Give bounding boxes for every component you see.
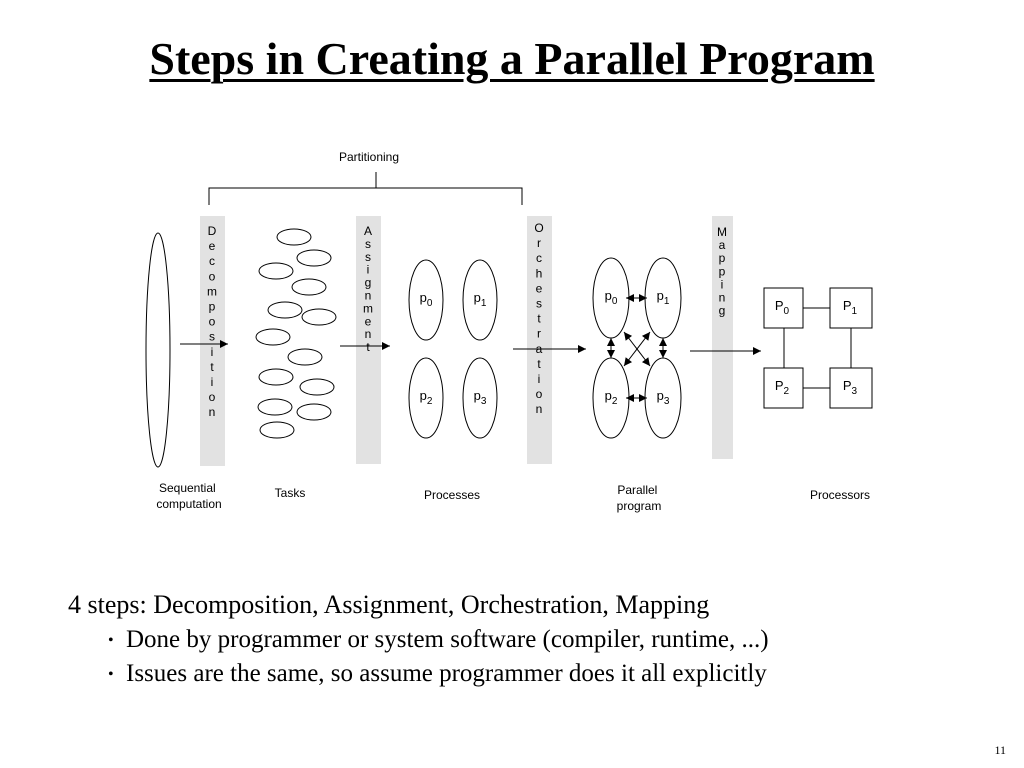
parallel-process-label: p3 <box>657 388 670 407</box>
orchestration-bar <box>527 216 552 464</box>
sequential-computation-ellipse <box>145 232 171 468</box>
sub-bullet-text: Done by programmer or system software (c… <box>126 626 769 653</box>
task <box>287 348 323 366</box>
main-bullet: 4 steps: Decomposition, Assignment, Orch… <box>68 590 710 619</box>
task-group <box>255 228 337 439</box>
page-number: 11 <box>994 743 1006 757</box>
processor-box <box>763 367 804 409</box>
processes-group: p0 p1 p2 p3 <box>408 259 498 439</box>
task <box>296 403 332 421</box>
process-label: p0 <box>420 290 433 309</box>
caption-processors: Processors <box>810 488 870 502</box>
sub-bullet: • Issues are the same, so assume programm… <box>108 660 769 688</box>
task <box>267 301 303 319</box>
caption-processes: Processes <box>424 488 480 502</box>
processor-box <box>829 287 873 329</box>
caption-tasks: Tasks <box>275 486 306 500</box>
partitioning-bracket <box>208 172 523 205</box>
task <box>257 398 293 416</box>
task <box>258 262 294 280</box>
sub-bullet-text: Issues are the same, so assume programme… <box>126 660 767 687</box>
task <box>301 308 337 326</box>
processor-label: P3 <box>843 378 858 397</box>
processor-label: P1 <box>843 298 858 317</box>
task <box>296 249 332 267</box>
parallel-process-label: p0 <box>605 288 618 307</box>
caption-sequential-computation: Sequential computation <box>156 481 221 511</box>
task <box>258 368 294 386</box>
task <box>299 378 335 396</box>
processor-box <box>829 367 873 409</box>
task <box>291 278 327 296</box>
process-label: p3 <box>474 388 487 407</box>
task <box>259 421 295 439</box>
process-label: p1 <box>474 290 487 309</box>
processor-label: P2 <box>775 378 790 397</box>
bullet-glyph: • <box>108 632 114 650</box>
task <box>255 328 291 346</box>
process-ellipse <box>408 357 444 439</box>
bullet-glyph: • <box>108 666 114 684</box>
process-ellipse <box>462 357 498 439</box>
bullet-list: 4 steps: Decomposition, Assignment, Orch… <box>68 590 769 694</box>
parallel-process-label: p2 <box>605 388 618 407</box>
process-label: p2 <box>420 388 433 407</box>
process-ellipse <box>462 259 498 341</box>
parallel-process-label: p1 <box>657 288 670 307</box>
processors-group: P0 P1 P2 P3 <box>763 287 873 409</box>
assignment-bar <box>356 216 381 464</box>
caption-parallel-program: Parallel program <box>617 483 662 513</box>
parallel-program-group: p0 p1 p2 p3 <box>592 257 682 439</box>
slide-title: Steps in Creating a Parallel Program <box>149 33 875 84</box>
mapping-bar <box>712 216 733 459</box>
comm-arrow <box>623 331 651 367</box>
sub-bullet: • Done by programmer or system software (… <box>108 626 769 654</box>
process-ellipse <box>408 259 444 341</box>
partitioning-label: Partitioning <box>339 150 399 164</box>
processor-label: P0 <box>775 298 790 317</box>
task <box>276 228 312 246</box>
processor-box <box>763 287 804 329</box>
